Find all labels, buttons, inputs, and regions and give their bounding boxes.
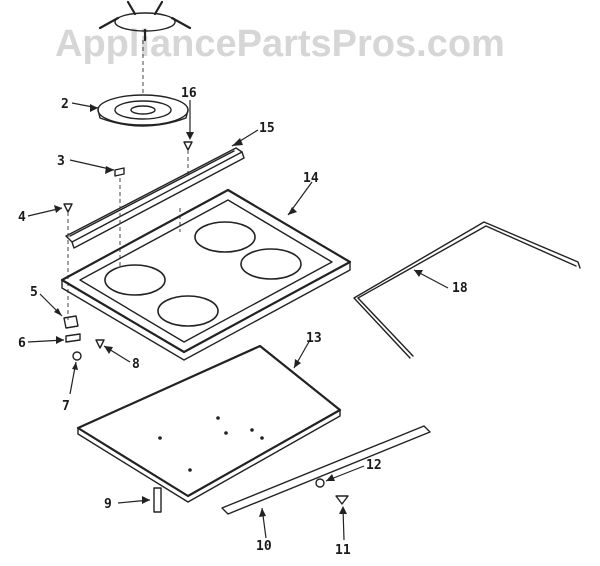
callout-2: 2 <box>61 97 69 112</box>
watermark-text: AppliancePartsPros.com <box>55 23 505 65</box>
front-strip <box>221 425 431 515</box>
callout-9: 9 <box>104 497 112 512</box>
bottom-panel <box>76 344 342 503</box>
callout-10: 10 <box>256 539 272 554</box>
callout-13: 13 <box>306 331 322 346</box>
clip-12 <box>315 478 325 488</box>
leg-9 <box>153 487 162 513</box>
screw-8 <box>95 339 105 349</box>
cooktop-main-top <box>60 188 352 361</box>
wire-rod <box>353 221 581 359</box>
screw-11 <box>335 495 349 505</box>
nut-7 <box>72 351 82 361</box>
callout-16: 16 <box>181 86 197 101</box>
callout-8: 8 <box>132 357 140 372</box>
callout-11: 11 <box>335 543 351 558</box>
callout-15: 15 <box>259 121 275 136</box>
callout-5: 5 <box>30 285 38 300</box>
callout-14: 14 <box>303 171 319 186</box>
bracket-6 <box>65 333 81 343</box>
drip-bowl <box>97 94 189 127</box>
callout-18: 18 <box>452 281 468 296</box>
burner-grate <box>98 0 192 42</box>
callout-4: 4 <box>18 210 26 225</box>
bracket-5 <box>63 315 79 329</box>
leader-lines <box>27 100 449 541</box>
trim-strip <box>65 147 245 249</box>
callout-6: 6 <box>18 336 26 351</box>
callout-3: 3 <box>57 154 65 169</box>
screw-16 <box>183 141 193 151</box>
screw-4 <box>63 203 73 213</box>
callout-7: 7 <box>62 399 70 414</box>
clip-3 <box>114 167 125 177</box>
callout-12: 12 <box>366 458 382 473</box>
